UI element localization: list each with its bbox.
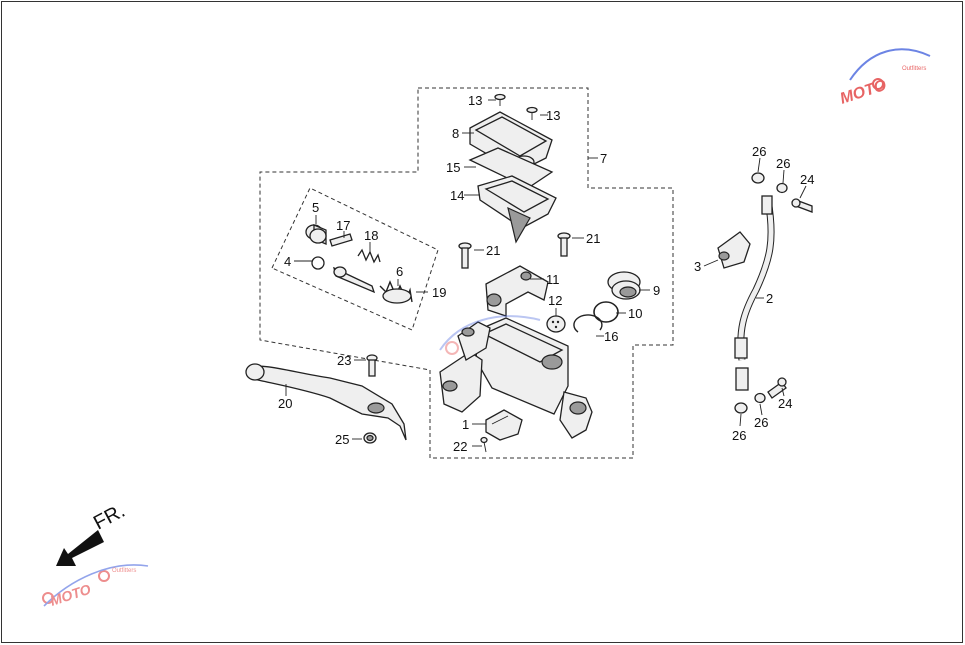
clamp-bolts xyxy=(458,232,571,269)
lever-pivot-nut xyxy=(363,432,377,444)
reservoir-cap xyxy=(469,111,553,173)
callout-1: 1 xyxy=(462,417,469,432)
swoosh-icon xyxy=(439,315,541,351)
callout-25: 25 xyxy=(335,432,349,447)
callout-21b: 21 xyxy=(586,231,600,246)
gear-icon xyxy=(98,570,110,582)
callout-26d: 26 xyxy=(732,428,746,443)
callout-26c: 26 xyxy=(754,415,768,430)
swoosh-icon xyxy=(43,564,149,607)
callout-9: 9 xyxy=(653,283,660,298)
callout-24b: 24 xyxy=(778,396,792,411)
watermark-sub: Outfitters xyxy=(902,66,926,72)
callout-19: 19 xyxy=(432,285,446,300)
callout-22: 22 xyxy=(453,439,467,454)
callout-5: 5 xyxy=(312,200,319,215)
watermark-sub: Outfitters xyxy=(112,568,136,574)
callout-8: 8 xyxy=(452,126,459,141)
callout-16: 16 xyxy=(604,329,618,344)
master-cylinder-body xyxy=(439,317,593,439)
swoosh-icon xyxy=(849,48,931,81)
callout-14: 14 xyxy=(450,188,464,203)
watermark-bottom-left: MOTO Outfitters xyxy=(42,564,149,609)
callout-18: 18 xyxy=(364,228,378,243)
callout-11: 11 xyxy=(546,272,560,287)
brake-light-switch xyxy=(485,409,523,441)
callout-21a: 21 xyxy=(486,243,500,258)
front-label: FR. xyxy=(90,500,129,535)
callout-20: 20 xyxy=(278,396,292,411)
o-ring xyxy=(593,301,619,323)
circlip-16 xyxy=(573,314,603,333)
dust-boot xyxy=(607,271,641,300)
callout-13a: 13 xyxy=(468,93,482,108)
assembly-outline xyxy=(259,87,674,459)
lower-banjo-hardware xyxy=(734,377,787,414)
handlebar-clamp xyxy=(485,265,549,317)
piston-kit-box xyxy=(271,187,439,331)
callout-15: 15 xyxy=(446,160,460,175)
switch-screw xyxy=(480,436,488,453)
rubber-cap xyxy=(546,315,566,333)
hose-clamp xyxy=(717,231,751,269)
brake-hose xyxy=(734,195,775,391)
callout-26a: 26 xyxy=(752,144,766,159)
callout-17: 17 xyxy=(336,218,350,233)
lever-pivot-bolt xyxy=(366,354,378,377)
callout-12: 12 xyxy=(548,293,562,308)
callout-13b: 13 xyxy=(546,108,560,123)
callout-24a: 24 xyxy=(800,172,814,187)
gear-icon xyxy=(445,341,459,355)
watermark-mid-left xyxy=(439,315,541,355)
callout-2: 2 xyxy=(766,291,773,306)
callout-26b: 26 xyxy=(776,156,790,171)
callout-4: 4 xyxy=(284,254,291,269)
brake-lever xyxy=(245,363,407,441)
leader-lines xyxy=(285,99,807,447)
callout-3: 3 xyxy=(694,259,701,274)
watermark-brand: MOTO xyxy=(838,77,889,108)
front-arrow-icon xyxy=(56,530,104,566)
callout-10: 10 xyxy=(628,306,642,321)
cap-screws xyxy=(494,93,538,120)
gear-icon xyxy=(872,78,884,90)
callout-6: 6 xyxy=(396,264,403,279)
callouts: 13 13 8 7 15 14 5 17 18 21 21 4 6 11 9 1… xyxy=(278,93,814,454)
upper-banjo-hardware xyxy=(751,172,813,213)
callout-23: 23 xyxy=(337,353,351,368)
diaphragm xyxy=(477,175,557,244)
piston-kit-parts xyxy=(305,224,413,304)
callout-7: 7 xyxy=(600,151,607,166)
front-direction-indicator: FR. xyxy=(56,500,129,566)
watermark-top-right: MOTO Outfitters xyxy=(838,48,931,108)
